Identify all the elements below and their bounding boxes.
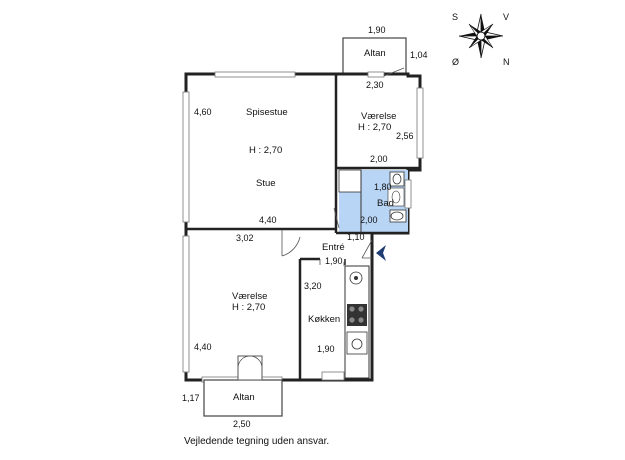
room-label-entre: Entré: [322, 242, 345, 253]
washbasin-bowl: [392, 173, 402, 185]
window-top-1: [214, 71, 296, 78]
dimension-label: 1,10: [347, 232, 365, 242]
shower-tray: [387, 187, 405, 207]
room-label-bad: Bad: [377, 198, 394, 209]
balcony-door-bottom-arc: [237, 355, 251, 369]
balcony-top: [342, 37, 407, 76]
entry-door: [361, 239, 373, 259]
window-right-1: [416, 87, 424, 159]
washbasin: [389, 171, 405, 187]
dimension-label: 2,00: [370, 154, 388, 164]
dimension-label: 3,02: [236, 233, 254, 243]
kitchen-stove: [347, 304, 367, 326]
room-label-vaerelse-bottom: Værelse: [232, 291, 268, 302]
dimension-label: 1,17: [182, 393, 200, 403]
stove-burner-4: [358, 317, 364, 323]
window-left-2: [182, 235, 190, 373]
room-height-vaerelse-top: H : 2,70: [358, 122, 392, 133]
kitchen-fan-inner: [354, 276, 358, 280]
stove-burner-2: [358, 306, 364, 312]
window-right-2: [404, 179, 412, 209]
stove-burner-3: [349, 317, 355, 323]
window-left-1: [182, 91, 190, 223]
balcony-door-swing: [383, 67, 405, 77]
window-bottom-2: [321, 371, 345, 381]
door-kitchen: [319, 259, 345, 266]
toilet-bowl: [390, 211, 404, 221]
kitchen-sink: [346, 331, 368, 355]
shower-drain: [391, 190, 401, 204]
compass-label-n: N: [503, 57, 510, 67]
room-label-altan-top: Altan: [364, 48, 386, 59]
room-label-kokken: Køkken: [308, 314, 341, 325]
dimension-label: 2,00: [360, 215, 378, 225]
shower-area: [338, 169, 362, 193]
dimension-label: 1,90: [368, 25, 386, 35]
compass-label-s: S: [452, 12, 459, 22]
dimension-label: 3,20: [304, 281, 322, 291]
dimension-label: 1,80: [374, 182, 392, 192]
compass-icon: [458, 13, 504, 59]
room-label-spisestue: Spisestue: [246, 107, 288, 118]
entry-arrow-icon: [376, 245, 386, 261]
room-label-stue: Stue: [256, 178, 276, 189]
room-label-vaerelse-top: Værelse: [361, 111, 397, 122]
room-height-vaerelse-bottom: H : 2,70: [232, 302, 266, 313]
dimension-label: 4,40: [194, 342, 212, 352]
toilet: [389, 209, 407, 223]
dimension-label: 1,04: [410, 50, 428, 60]
window-top-2: [367, 71, 385, 78]
kitchen-sink-bowl: [351, 338, 363, 350]
dimension-label: 2,56: [396, 131, 414, 141]
dimension-label: 1,90: [325, 256, 343, 266]
room-height-spisestue: H : 2,70: [249, 145, 283, 156]
compass-label-v: V: [503, 12, 510, 22]
dimension-label: 2,30: [366, 80, 384, 90]
stove-burner-1: [349, 306, 355, 312]
dimension-label: 2,50: [233, 419, 251, 429]
compass-label-o: Ø: [452, 57, 460, 67]
disclaimer-text: Vejledende tegning uden ansvar.: [184, 436, 330, 447]
door-bedroom: [281, 230, 301, 257]
door-bath: [333, 207, 340, 229]
dimension-label: 1,90: [317, 344, 335, 354]
room-label-altan-bottom: Altan: [233, 392, 255, 403]
dimension-label: 4,40: [259, 215, 277, 225]
balcony-door-bottom-arc-2: [249, 355, 263, 369]
dimension-label: 4,60: [194, 107, 212, 117]
